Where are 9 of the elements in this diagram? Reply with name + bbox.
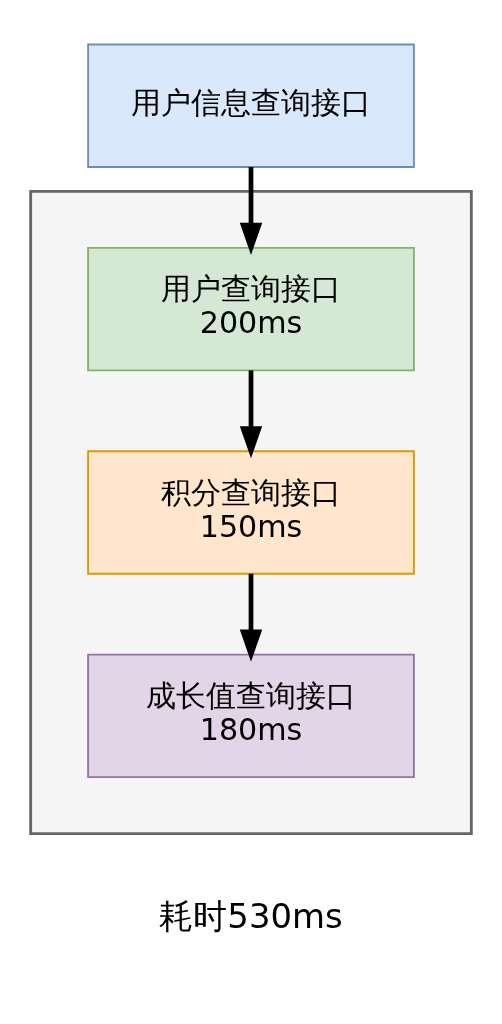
node-box: 用户信息查询接口: [87, 43, 415, 168]
node-label: 耗时530ms: [159, 896, 343, 936]
arrow: [239, 369, 263, 458]
cluster: [29, 189, 473, 835]
arrow: [239, 573, 263, 662]
node-box: 积分查询接口 150ms: [87, 449, 415, 575]
node-box: 用户查询接口 200ms: [87, 246, 415, 371]
node-box: 成长值查询接口 180ms: [87, 653, 415, 778]
arrow: [239, 166, 263, 255]
